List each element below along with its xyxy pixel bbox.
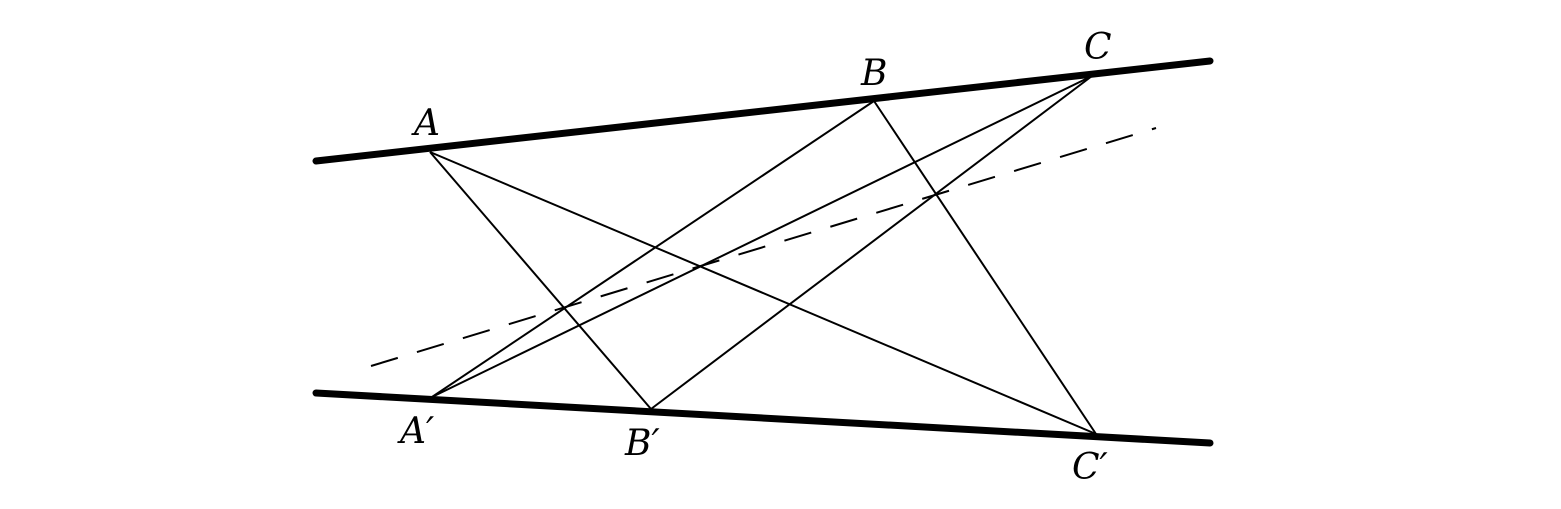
segment-C-A1 [431,75,1093,398]
segment-B-C1 [873,100,1097,435]
segment-A-C1 [429,151,1097,435]
upper-line [312,57,1214,165]
lower-line [312,389,1214,447]
segment-A-B1 [429,151,652,410]
segment-C-B1 [650,75,1093,410]
label-B: B [860,53,887,94]
label-B-prime: B′ [624,423,660,464]
label-A-prime: A′ [397,411,434,452]
label-C: C [1084,27,1112,68]
labels-layer: A B C A′ B′ C′ [397,27,1112,488]
lines-layer [312,57,1214,447]
label-A: A [411,103,440,144]
label-C-prime: C′ [1072,447,1108,488]
segment-B-A1 [431,100,875,398]
pascal-line [370,127,1157,367]
